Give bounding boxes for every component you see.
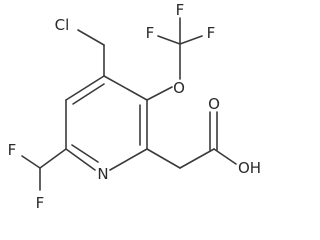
carbonyl-oxygen-label: O bbox=[208, 95, 220, 113]
bond-n-c6-outer bbox=[65, 148, 96, 171]
fluorine-atom-label: F bbox=[207, 24, 216, 42]
bond-c3-o bbox=[146, 86, 173, 101]
bond-c5-c4-outer bbox=[65, 75, 105, 101]
atom-labels: Cl F F F O N F F O OH bbox=[8, 1, 261, 212]
bond-c-oh bbox=[213, 148, 237, 165]
bond-c2-ch2 bbox=[146, 148, 181, 169]
bond-ch2-cooh bbox=[179, 148, 215, 169]
bond-c4-c3 bbox=[103, 75, 148, 101]
bond-n-c6-inner bbox=[71, 144, 99, 163]
ether-oxygen-label: O bbox=[173, 79, 185, 97]
bond-cf3-f3 bbox=[179, 35, 203, 45]
ring-nitrogen-label: N bbox=[97, 165, 108, 183]
molecule-structure: Cl F F F O N F F O OH bbox=[8, 1, 261, 212]
bond-c5-c4-inner bbox=[72, 83, 105, 105]
bond-c2-n bbox=[109, 148, 148, 171]
bond-cf3-f2 bbox=[157, 35, 181, 45]
fluorine-atom-label: F bbox=[8, 141, 17, 159]
bond-c6-chf2 bbox=[39, 148, 67, 169]
bond-chf2-f1 bbox=[21, 155, 41, 169]
fluorine-atom-label: F bbox=[36, 194, 45, 212]
bond-ch2-cl bbox=[77, 29, 105, 46]
fluorine-atom-label: F bbox=[146, 24, 155, 42]
bonds bbox=[21, 17, 237, 191]
chlorine-atom-label: Cl bbox=[55, 16, 70, 34]
hydroxyl-group-label: OH bbox=[238, 159, 261, 177]
fluorine-atom-label: F bbox=[176, 1, 185, 19]
